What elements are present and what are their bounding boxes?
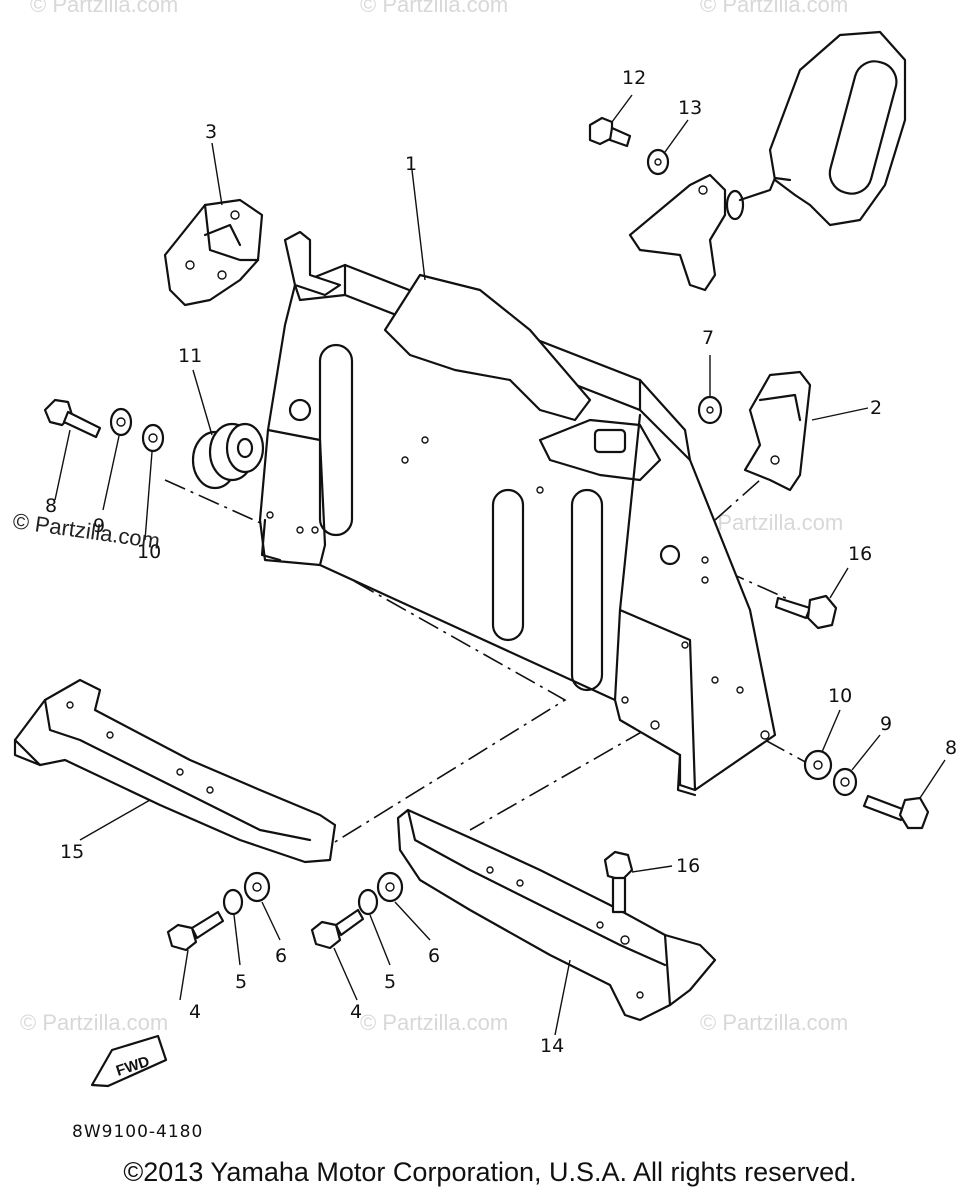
washer-part-9 [832, 767, 858, 797]
callout-labels: 1 2 3 4 4 5 5 6 6 7 8 8 9 9 10 10 11 12 … [45, 67, 957, 1057]
callout-8: 8 [945, 737, 957, 759]
bracket-part-3 [163, 198, 264, 307]
rail-part-14 [396, 808, 717, 1022]
callout-11: 11 [178, 345, 202, 367]
callout-5: 5 [384, 971, 396, 993]
washer-part-5 [357, 888, 379, 916]
washer-part-6 [376, 871, 404, 903]
bolt-part-12 [588, 116, 632, 148]
callout-6: 6 [428, 945, 440, 967]
callout-16: 16 [676, 855, 700, 877]
watermark: © Partzilla.com [695, 510, 843, 535]
main-frame-part [258, 230, 777, 797]
callout-1: 1 [405, 153, 417, 175]
bolt-part-4 [166, 910, 225, 952]
nut-part-7 [697, 395, 723, 425]
washer-part-9 [109, 407, 133, 437]
callout-2: 2 [870, 397, 882, 419]
watermark: © Partzilla.com [360, 1010, 508, 1035]
rail-part-15 [13, 678, 337, 864]
callout-9: 9 [93, 515, 105, 537]
partzilla-watermark: © Partzilla.com [11, 508, 161, 553]
callout-9: 9 [880, 713, 892, 735]
washer-part-10 [803, 749, 833, 781]
bolt-part-16 [603, 850, 634, 914]
callout-5: 5 [235, 971, 247, 993]
watermark-text: © Partzilla.com [11, 508, 161, 553]
washer-part-5 [222, 888, 244, 916]
watermark: © Partzilla.com [700, 1010, 848, 1035]
callout-15: 15 [60, 841, 84, 863]
callout-4: 4 [189, 1001, 201, 1023]
watermark: © Partzilla.com [360, 0, 508, 17]
bolt-part-16 [774, 594, 838, 630]
watermark: © Partzilla.com [20, 1010, 168, 1035]
bolt-part-8 [43, 398, 102, 439]
callout-13: 13 [678, 97, 702, 119]
diagram-code: 8W9100-4180 [72, 1122, 203, 1142]
bracket-part-2 [743, 370, 812, 492]
bolt-part-4 [310, 908, 365, 950]
copyright-notice: ©2013 Yamaha Motor Corporation, U.S.A. A… [123, 1157, 857, 1187]
leader-lines [54, 94, 946, 1036]
mount-part-11 [191, 422, 265, 490]
callout-10: 10 [828, 685, 852, 707]
fwd-arrow-icon: FWD [90, 1034, 168, 1088]
callout-7: 7 [702, 327, 714, 349]
handle-assembly [628, 30, 907, 292]
callout-4: 4 [350, 1001, 362, 1023]
bolt-part-8 [862, 794, 930, 830]
callout-8: 8 [45, 495, 57, 517]
watermark: © Partzilla.com [30, 0, 178, 17]
washer-part-10 [141, 423, 165, 453]
callout-10: 10 [137, 541, 161, 563]
callout-14: 14 [540, 1035, 564, 1057]
callout-16: 16 [848, 543, 872, 565]
washer-part-13 [646, 148, 670, 176]
washer-part-6 [243, 871, 271, 903]
callout-3: 3 [205, 121, 217, 143]
watermark: © Partzilla.com [700, 0, 848, 17]
callout-12: 12 [622, 67, 646, 89]
callout-6: 6 [275, 945, 287, 967]
